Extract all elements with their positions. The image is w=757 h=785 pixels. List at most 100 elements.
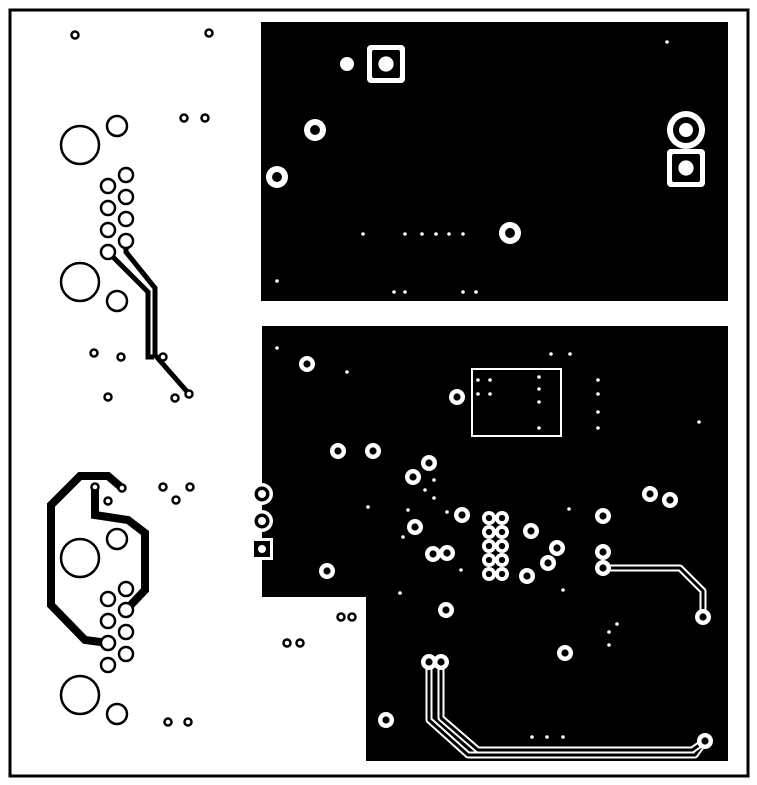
micro-via	[561, 588, 565, 592]
header-pad-square-hole	[258, 545, 266, 553]
connector-pin	[117, 623, 135, 641]
via-hole	[666, 496, 674, 504]
connector-pin	[117, 580, 135, 598]
micro-via	[275, 279, 279, 283]
trace	[47, 472, 125, 647]
via	[340, 57, 354, 71]
via-array-hole	[485, 556, 493, 564]
micro-via	[488, 378, 492, 382]
component-outline	[471, 368, 562, 437]
connector-pin	[117, 210, 135, 228]
via	[204, 28, 214, 38]
trace	[439, 660, 707, 752]
mounting-hole	[59, 674, 101, 716]
micro-via	[530, 735, 534, 739]
micro-via	[398, 591, 402, 595]
header-pad-hole	[258, 490, 266, 498]
square-pad-hole	[678, 160, 694, 176]
micro-via	[392, 290, 396, 294]
connector-pin	[99, 590, 117, 608]
micro-via	[447, 232, 451, 236]
square-pad-hole	[378, 56, 394, 72]
trace	[123, 241, 192, 397]
micro-via	[665, 40, 669, 44]
connector-pin	[99, 199, 117, 217]
via	[103, 496, 113, 506]
via	[185, 482, 195, 492]
via-hole	[369, 447, 377, 455]
micro-via	[615, 622, 619, 626]
header-pad-hole	[258, 517, 266, 525]
via-hole	[701, 737, 709, 745]
micro-via	[537, 426, 541, 430]
via	[116, 352, 126, 362]
micro-via	[403, 290, 407, 294]
micro-via	[697, 420, 701, 424]
mounting-hole	[59, 124, 101, 166]
via-array-hole	[498, 570, 506, 578]
board-outline	[8, 8, 750, 778]
via	[179, 113, 189, 123]
micro-via	[596, 426, 600, 430]
micro-via	[461, 290, 465, 294]
via	[89, 348, 99, 358]
micro-via	[537, 387, 541, 391]
via-hole	[409, 473, 417, 481]
via	[158, 482, 168, 492]
via-large-hole	[272, 172, 282, 182]
trace	[427, 660, 707, 757]
micro-via	[537, 400, 541, 404]
via-hole	[458, 511, 466, 519]
via-hole	[323, 567, 331, 575]
micro-via	[476, 378, 480, 382]
via-hole	[303, 360, 311, 368]
micro-via	[488, 392, 492, 396]
connector-pin	[117, 645, 135, 663]
micro-via	[420, 232, 424, 236]
micro-via	[434, 232, 438, 236]
via-hole	[553, 544, 561, 552]
via	[183, 717, 193, 727]
via-hole	[425, 658, 433, 666]
micro-via	[445, 510, 449, 514]
micro-via	[275, 346, 279, 350]
via	[117, 483, 127, 493]
via	[103, 392, 113, 402]
via-array-hole	[485, 570, 493, 578]
via-large-hole	[310, 125, 320, 135]
via-large-hole	[505, 228, 515, 238]
via	[295, 638, 305, 648]
round-pad-hole	[679, 123, 693, 137]
via-hole	[382, 716, 390, 724]
trace	[91, 487, 149, 613]
via-hole	[411, 523, 419, 531]
micro-via	[459, 568, 463, 572]
micro-via	[607, 643, 611, 647]
via-hole	[443, 549, 451, 557]
micro-via	[461, 232, 465, 236]
copper-pour-top	[261, 22, 728, 301]
micro-via	[432, 496, 436, 500]
connector-pin	[99, 634, 117, 652]
micro-via	[596, 392, 600, 396]
connector-pin	[99, 243, 117, 261]
via	[171, 495, 181, 505]
micro-via	[432, 478, 436, 482]
via	[336, 612, 346, 622]
via	[200, 113, 210, 123]
micro-via	[607, 630, 611, 634]
micro-via	[545, 735, 549, 739]
micro-via	[474, 290, 478, 294]
via-hole	[334, 447, 342, 455]
micro-via	[561, 735, 565, 739]
trace	[601, 566, 705, 619]
connector-pin	[117, 232, 135, 250]
micro-via	[423, 488, 427, 492]
connector-pin	[117, 188, 135, 206]
via-hole	[646, 490, 654, 498]
connector-pin	[99, 177, 117, 195]
via-array-hole	[485, 542, 493, 550]
via-array-hole	[485, 528, 493, 536]
via-hole	[599, 564, 607, 572]
